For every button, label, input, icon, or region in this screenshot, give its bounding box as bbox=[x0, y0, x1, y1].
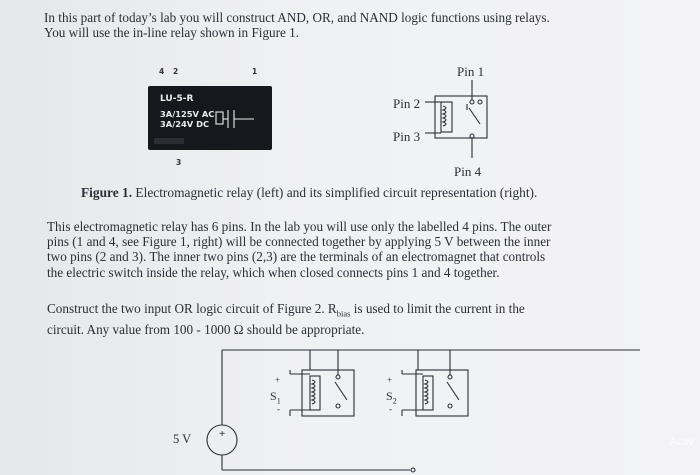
source-plus-sign: + bbox=[219, 428, 226, 440]
paragraph-1-line-2: pins (1 and 4, see Figure 1, right) will… bbox=[47, 234, 551, 250]
paragraph-1-line-3: two pins (2 and 3). The inner two pins (… bbox=[47, 249, 546, 265]
paragraph-relay-description: This electromagnetic relay has 6 pins. I… bbox=[47, 219, 607, 280]
activate-watermark: Activ bbox=[670, 436, 694, 448]
source-voltage-label: 5 V bbox=[173, 432, 192, 446]
switch-2-minus: - bbox=[389, 404, 392, 414]
photo-pin-2-label: 2 bbox=[173, 67, 179, 76]
paragraph-2-line-1a: Construct the two input OR logic circuit… bbox=[47, 301, 337, 316]
pin-2-label: Pin 2 bbox=[393, 96, 421, 111]
relay-mark bbox=[154, 138, 184, 144]
caption-label: Figure 1. bbox=[81, 185, 133, 200]
pin-1-label: Pin 1 bbox=[457, 64, 485, 79]
relay-body: LU-5-R 3A/125V AC 3A/24V DC bbox=[148, 86, 272, 150]
switch-1-letter: S bbox=[270, 389, 277, 403]
photo-pin-1-label: 1 bbox=[252, 67, 258, 76]
pin-4-label: Pin 4 bbox=[454, 164, 482, 179]
intro-line-2: You will use the in-line relay shown in … bbox=[44, 25, 300, 41]
photo-pin-4-label: 4 bbox=[159, 67, 165, 76]
or-circuit-diagram: + - + - bbox=[206, 349, 640, 473]
switch-2-letter: S bbox=[386, 389, 393, 403]
caption-text: Electromagnetic relay (left) and its sim… bbox=[132, 185, 538, 200]
switch-2-plus: + bbox=[387, 375, 392, 385]
intro-line-1: In this part of today’s lab you will con… bbox=[44, 10, 550, 25]
switch-2-sub: 2 bbox=[392, 396, 397, 406]
relay-symbol-icon bbox=[215, 110, 254, 128]
relay-schematic bbox=[425, 80, 488, 158]
switch-1-sub: 1 bbox=[276, 396, 281, 406]
paragraph-1-line-1: This electromagnetic relay has 6 pins. I… bbox=[47, 219, 552, 234]
paragraph-or-circuit: Construct the two input OR logic circuit… bbox=[47, 301, 607, 337]
relay-rating-dc: 3A/24V DC bbox=[160, 119, 210, 129]
switch-1-minus: - bbox=[277, 404, 280, 414]
switch-1-plus: + bbox=[275, 375, 280, 385]
rbias-subscript: bias bbox=[336, 308, 351, 319]
relay-photo: 4 2 1 LU-5-R 3A/125V AC 3A/24V DC 3 bbox=[148, 60, 272, 167]
paragraph-2-line-1b: is used to limit the current in the bbox=[350, 301, 525, 316]
paragraph-1-line-4: the electric switch inside the relay, wh… bbox=[47, 264, 500, 280]
intro-text: In this part of today’s lab you will con… bbox=[44, 10, 644, 40]
photo-pin-3-label: 3 bbox=[176, 158, 182, 167]
relay-rating-ac: 3A/125V AC bbox=[160, 109, 215, 119]
paragraph-2-line-2: circuit. Any value from 100 - 1000 Ω sho… bbox=[47, 321, 365, 337]
pin-3-label: Pin 3 bbox=[393, 129, 421, 144]
switch-2-label: S2 bbox=[386, 389, 397, 405]
switch-1-label: S1 bbox=[270, 389, 281, 405]
relay-model: LU-5-R bbox=[160, 94, 194, 104]
figure-1-caption: Figure 1. Electromagnetic relay (left) a… bbox=[81, 185, 641, 200]
